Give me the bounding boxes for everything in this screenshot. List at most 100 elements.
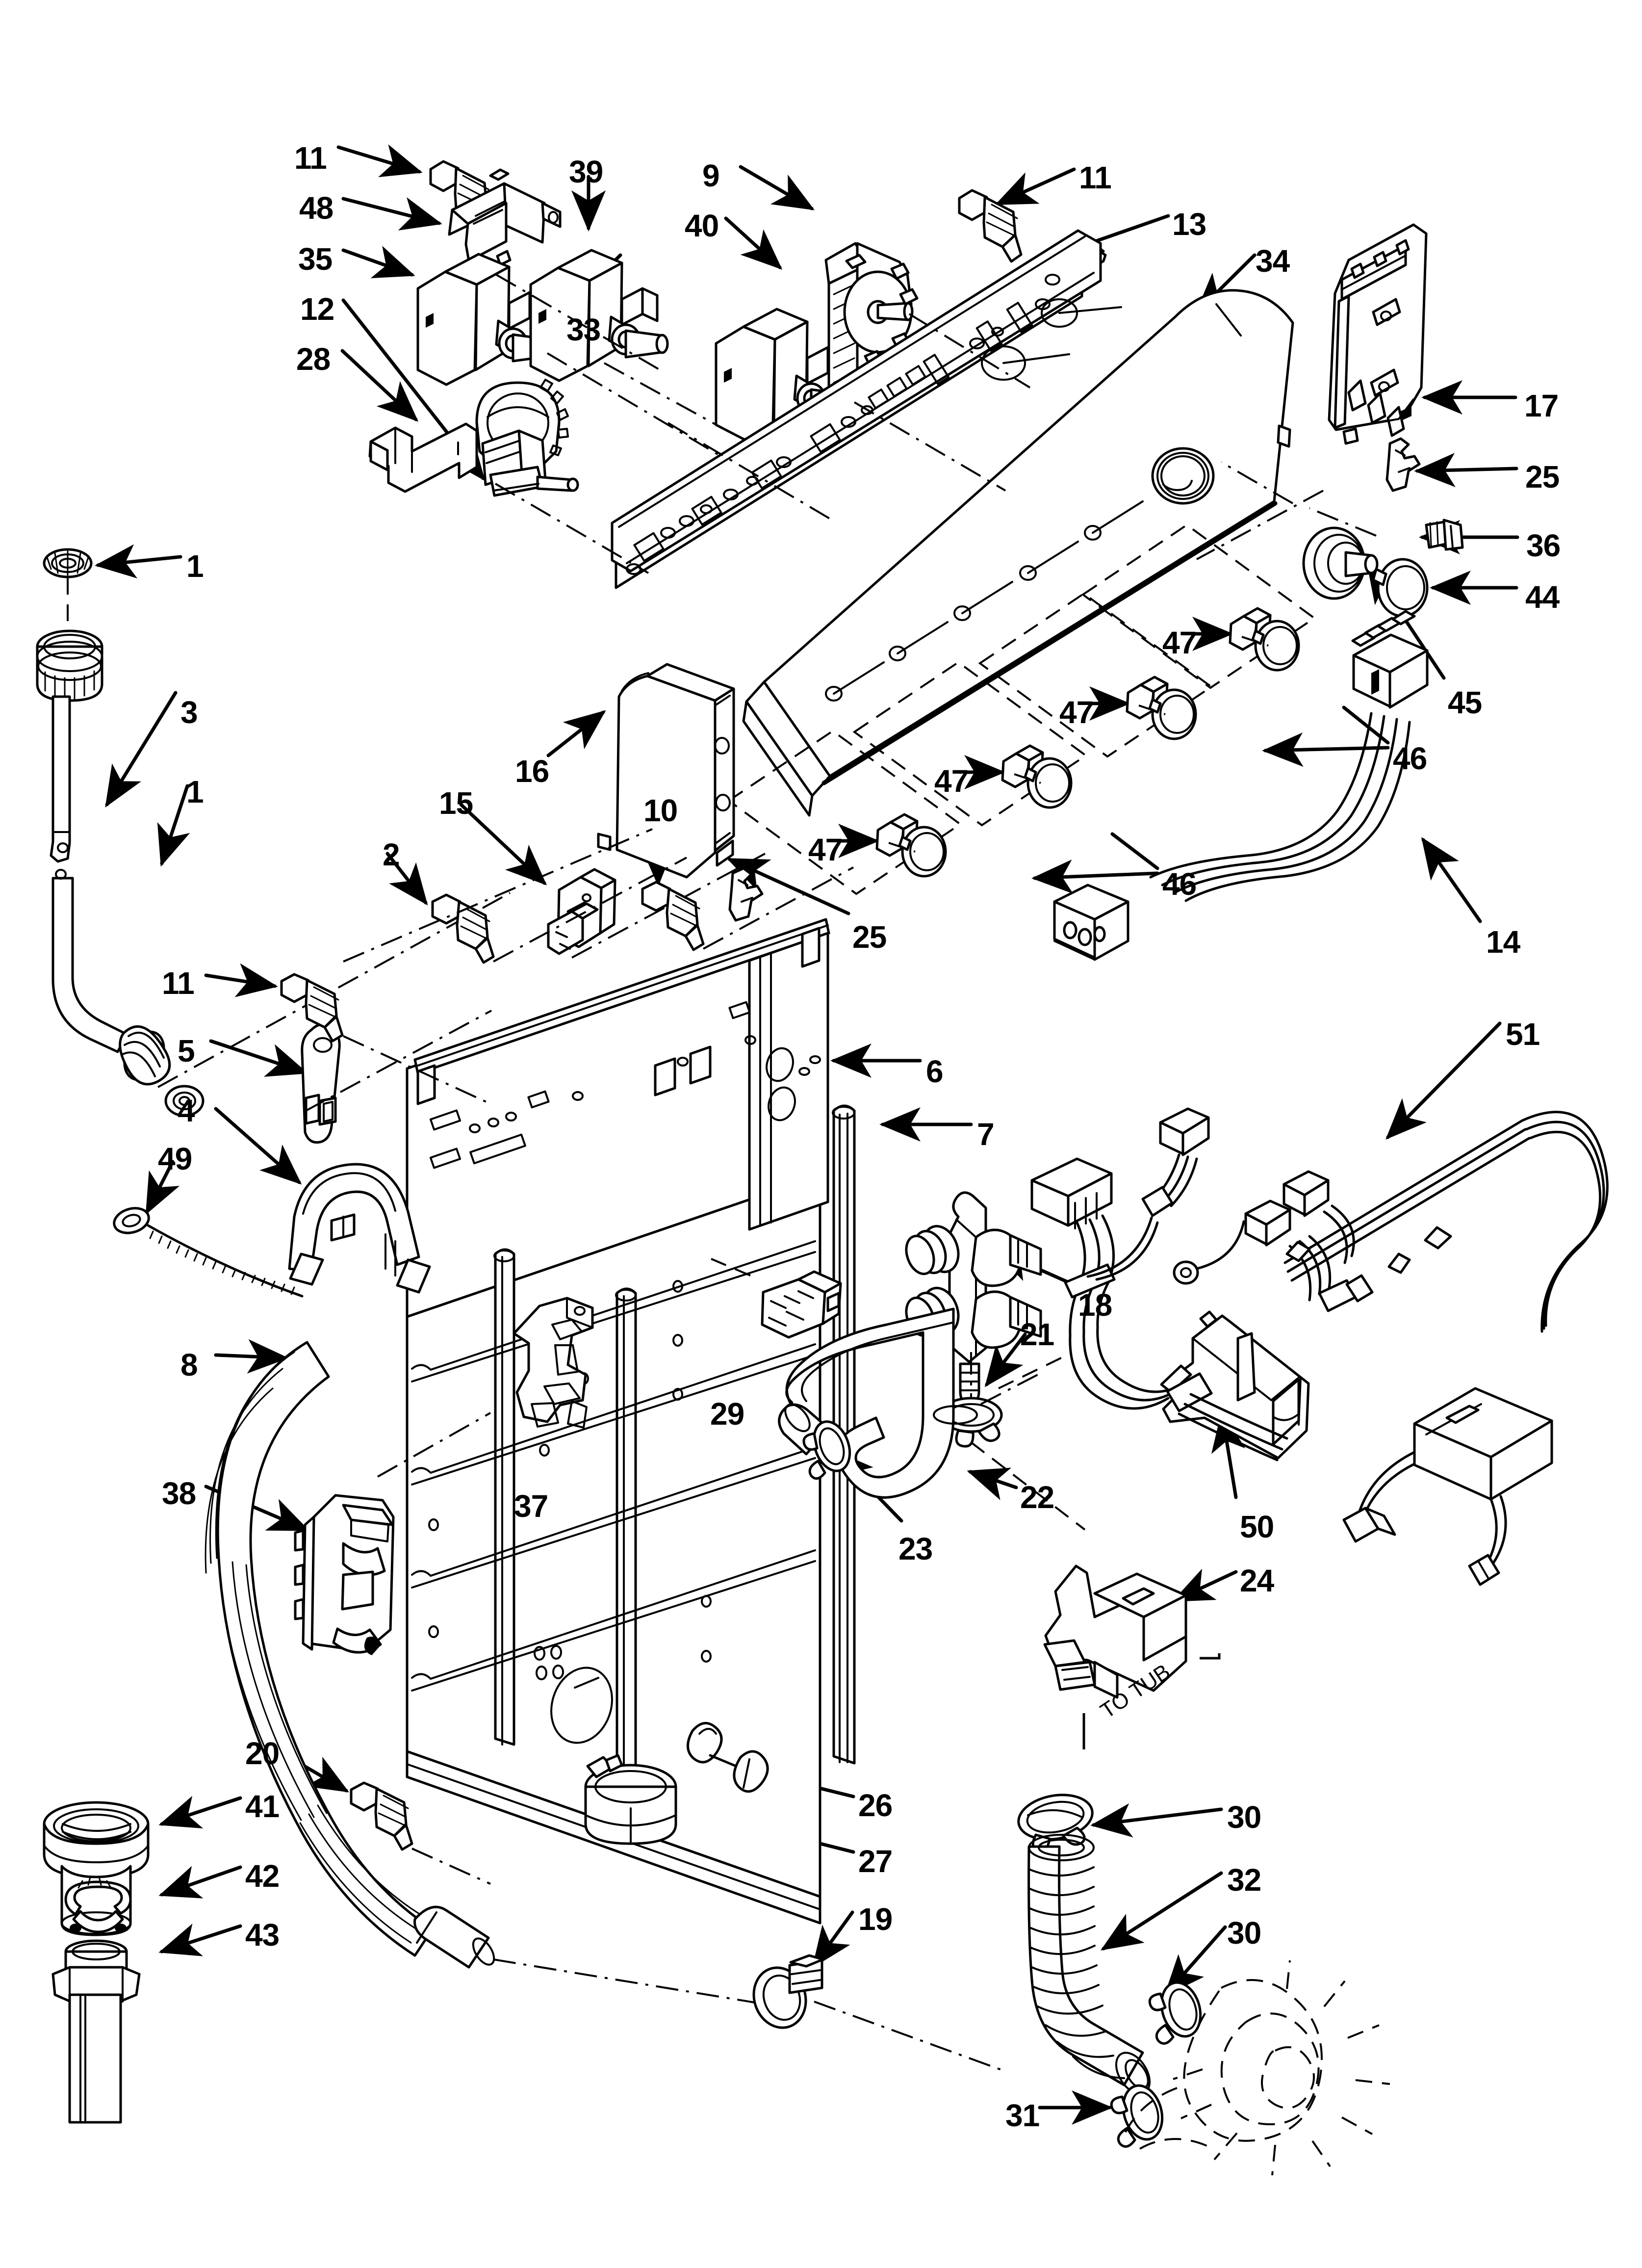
- part-clamp-27: [584, 1754, 677, 1845]
- part-switch-48: [448, 168, 562, 266]
- part-bracket-5: [301, 1023, 341, 1144]
- part-connector-29: [711, 1258, 842, 1339]
- part-console-panel-34: [742, 289, 1294, 817]
- callout-37: 37: [514, 1488, 548, 1524]
- callout-42: 42: [245, 1858, 280, 1894]
- part-pressure-switch-12: [475, 379, 579, 497]
- callout-8: 8: [180, 1347, 198, 1382]
- part-knob-44: [1372, 558, 1429, 618]
- part-wire-harness-51: [1030, 1107, 1609, 1586]
- callout-28: 28: [296, 341, 331, 377]
- callout-17: 17: [1524, 388, 1559, 423]
- callout-5: 5: [178, 1033, 195, 1069]
- part-screw-10: [641, 866, 854, 951]
- part-bracket-50: [1160, 1310, 1310, 1460]
- part-end-cap-17: [1328, 223, 1428, 445]
- part-fitting-41: [43, 1801, 150, 1936]
- callout-47-d: 47: [808, 832, 843, 867]
- callout-46-lower: 46: [1162, 866, 1197, 902]
- callout-23: 23: [898, 1531, 933, 1566]
- callout-11-left: 11: [162, 965, 195, 1001]
- callout-27: 27: [858, 1844, 893, 1879]
- part-screw-36: [1425, 519, 1464, 551]
- callout-14: 14: [1486, 924, 1520, 960]
- part-bracket-28: [368, 415, 478, 493]
- callout-35: 35: [298, 241, 333, 277]
- callout-3: 3: [180, 695, 198, 730]
- part-clip-37: [513, 1297, 594, 1429]
- callout-2: 2: [383, 837, 400, 872]
- part-bracket-38: [294, 1412, 491, 1655]
- callout-43: 43: [245, 1917, 280, 1953]
- part-clamp-4: [288, 1163, 431, 1294]
- part-dispenser-16: [597, 663, 735, 879]
- callout-25-mid: 25: [852, 919, 887, 955]
- callout-16: 16: [515, 754, 549, 789]
- part-nipple-43: [51, 1939, 141, 2124]
- callout-18: 18: [1078, 1287, 1112, 1323]
- callout-50: 50: [1240, 1509, 1274, 1544]
- part-screw-11-right: [958, 189, 1023, 263]
- part-knob-cluster-46b: [978, 592, 1213, 758]
- callout-6: 6: [926, 1054, 944, 1089]
- callout-29: 29: [710, 1396, 744, 1432]
- callout-1-lower: 1: [186, 774, 204, 809]
- leader-lines: [95, 144, 1519, 2125]
- part-screw-20: [350, 1781, 491, 1885]
- part-fastener-26: [687, 1722, 769, 1793]
- callout-46-upper: 46: [1393, 741, 1427, 776]
- callout-10: 10: [643, 793, 678, 828]
- part-clamp-19: [752, 1954, 1006, 2072]
- part-knob-cluster-46c: [852, 661, 1088, 827]
- part-water-valve-18: [905, 1191, 1042, 1405]
- callout-19: 19: [858, 1902, 893, 1937]
- part-clamp-31: [1110, 2084, 1164, 2148]
- callout-24: 24: [1240, 1563, 1274, 1598]
- callout-51: 51: [1506, 1017, 1540, 1052]
- part-clamp-23: [802, 1420, 851, 1480]
- part-bracket-24: [1043, 1564, 1187, 1699]
- callout-36: 36: [1526, 528, 1561, 563]
- callout-34: 34: [1256, 243, 1290, 279]
- ghost-pump-outline: [1121, 1960, 1390, 2176]
- callout-47-c: 47: [934, 763, 969, 799]
- callout-30-top: 30: [1227, 1799, 1261, 1835]
- part-clamp-30-lower: [1148, 1981, 1202, 2045]
- callout-1-upper: 1: [186, 548, 204, 584]
- callout-33: 33: [566, 312, 601, 347]
- callout-11-top-left: 11: [294, 140, 327, 176]
- callout-31: 31: [1005, 2098, 1040, 2133]
- part-clip-42: [64, 1876, 132, 1933]
- callout-26: 26: [858, 1788, 893, 1823]
- callout-11-top-right: 11: [1079, 160, 1112, 195]
- callout-32: 32: [1227, 1862, 1261, 1898]
- callout-40: 40: [685, 208, 719, 243]
- assembly-axes: [304, 274, 1377, 1405]
- callout-25-top: 25: [1525, 459, 1560, 495]
- part-screw-2: [431, 857, 687, 964]
- callout-47-b: 47: [1059, 695, 1094, 730]
- callout-21: 21: [1020, 1317, 1054, 1352]
- callout-12: 12: [300, 291, 334, 327]
- to-tub-bracket: [1082, 1653, 1221, 1749]
- part-wire-harness-14: [1053, 610, 1429, 961]
- part-clamp-30-top: [1017, 1794, 1094, 1852]
- part-tie-strap-49: [113, 1207, 304, 1298]
- callout-13: 13: [1172, 207, 1206, 242]
- callout-30-bottom: 30: [1227, 1915, 1261, 1951]
- callout-15: 15: [439, 785, 473, 821]
- callout-20: 20: [245, 1736, 280, 1771]
- part-clip-25-mid: [728, 867, 764, 922]
- callout-49: 49: [158, 1141, 192, 1176]
- part-timer-9: [824, 242, 919, 403]
- callout-48: 48: [299, 190, 334, 226]
- part-switch-bracket-15: [547, 853, 766, 959]
- part-drain-hose-8: [205, 1341, 756, 2004]
- part-cabinet-6: [406, 918, 856, 1925]
- callout-4: 4: [178, 1093, 195, 1128]
- part-screw-11-left: [280, 828, 653, 1105]
- callout-38: 38: [162, 1476, 196, 1511]
- part-knob-45: [1302, 526, 1379, 600]
